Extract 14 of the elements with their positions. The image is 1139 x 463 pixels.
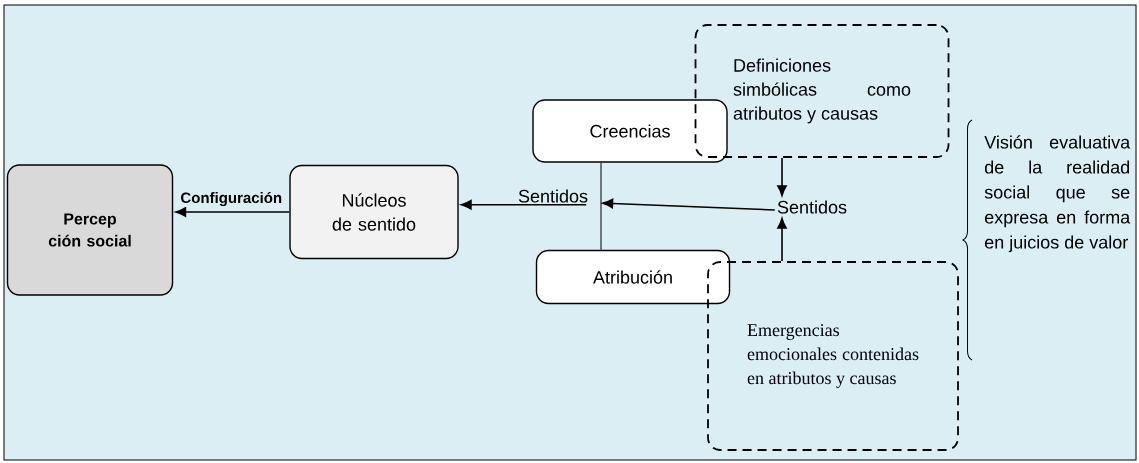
arrow (460, 200, 588, 210)
arrow (777, 157, 787, 197)
dashed-box: Definiciones simbólicas como atributos y causas (694, 24, 950, 158)
process-box: Percep ción social (6, 164, 174, 296)
arrow (175, 207, 291, 217)
text-label: Sentidos (518, 189, 588, 203)
process-box: Creencias (532, 99, 728, 163)
arrow (777, 217, 787, 262)
process-box: Núcleos de sentido (289, 164, 459, 260)
text-label: Sentidos (777, 200, 847, 214)
dashed-box: Emergencias emocionales contenidas en atributos y causas (707, 261, 959, 451)
arrow (602, 198, 776, 211)
side-note: Visión evaluativa de la realidad social que se expresa en forma en juicios de valor (984, 135, 1131, 253)
process-box: Atribución (535, 249, 731, 305)
